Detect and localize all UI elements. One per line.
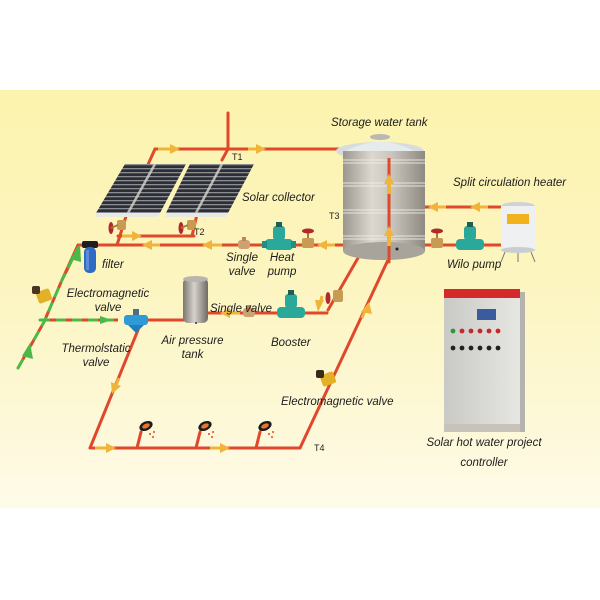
flow-arrow-icon bbox=[317, 240, 335, 250]
label-line: valve bbox=[82, 357, 110, 369]
label-line: Electromagnetic bbox=[66, 288, 150, 300]
label-electromagnetic-valve-1: Electromagnetic valve bbox=[58, 287, 158, 315]
wilo-pump bbox=[456, 222, 484, 250]
pipe-tank-outlet-right bbox=[298, 258, 390, 450]
gate-valve-icon bbox=[431, 228, 443, 248]
label-electromagnetic-valve-2: Electromagnetic valve bbox=[281, 396, 394, 408]
flow-arrow-icon bbox=[470, 202, 488, 212]
pipe-t1-down bbox=[220, 147, 230, 162]
label-single-valve-1: Single valve bbox=[222, 251, 262, 279]
label-thermostatic-valve: Thermolstatic valve bbox=[56, 342, 136, 370]
flow-arrow-icon bbox=[158, 144, 180, 154]
control-switches bbox=[450, 345, 501, 351]
flow-arrow-icon bbox=[248, 144, 266, 154]
label-line: Air pressure bbox=[161, 335, 224, 347]
flow-arrow-icon bbox=[100, 316, 112, 324]
flow-arrow-icon bbox=[360, 302, 372, 319]
thermostatic-valve bbox=[124, 309, 148, 333]
gate-valve-icon bbox=[108, 220, 126, 234]
label-line: valve bbox=[228, 266, 256, 278]
label-solar-collector: Solar collector bbox=[242, 192, 315, 204]
pipe-shower-3 bbox=[254, 430, 262, 450]
flow-arrow-icon bbox=[95, 443, 116, 453]
label-line: Solar hot water project bbox=[426, 437, 542, 449]
label-line: Thermolstatic bbox=[61, 343, 131, 355]
electromagnetic-valve-2 bbox=[316, 370, 337, 387]
label-single-valve-2: Single valve bbox=[210, 303, 273, 315]
label-line: Single bbox=[226, 252, 258, 264]
label-line: pump bbox=[267, 266, 297, 278]
label-heat-pump: Heat pump bbox=[264, 251, 300, 279]
pipe-shower-1 bbox=[135, 430, 143, 450]
label-wilo-pump: Wilo pump bbox=[447, 259, 502, 271]
flow-arrow-icon bbox=[22, 343, 33, 359]
single-valve-icon bbox=[243, 305, 255, 317]
single-valve-icon bbox=[238, 237, 250, 249]
label-line: controller bbox=[460, 457, 508, 469]
shower-head-2 bbox=[198, 420, 214, 438]
label-split-heater: Split circulation heater bbox=[453, 177, 567, 189]
label-booster: Booster bbox=[271, 337, 311, 349]
flow-arrow-icon bbox=[142, 240, 160, 250]
shower-head-3 bbox=[258, 420, 274, 438]
cold-flow-arrows bbox=[22, 244, 112, 359]
flow-arrow-icon bbox=[122, 231, 142, 241]
tank-flow-arrows bbox=[384, 174, 394, 246]
flow-arrow-icon bbox=[315, 295, 324, 312]
split-circulation-heater bbox=[500, 202, 536, 263]
solar-collector-1 bbox=[95, 163, 186, 217]
air-pressure-tank bbox=[183, 276, 208, 324]
flow-arrow-icon bbox=[111, 377, 121, 394]
solar-collector-2 bbox=[165, 163, 254, 217]
label-controller: Solar hot water project controller bbox=[414, 432, 554, 472]
sensor-t2: T2 bbox=[194, 227, 205, 237]
controller-cabinet bbox=[444, 289, 525, 432]
label-air-pressure-tank: Air pressure tank bbox=[155, 334, 230, 362]
pipe-shower-2 bbox=[194, 430, 202, 450]
label-line: tank bbox=[181, 349, 204, 361]
gate-valve-icon bbox=[178, 220, 196, 234]
flow-arrow-icon bbox=[70, 244, 81, 262]
flow-arrow-icon bbox=[428, 202, 446, 212]
shower-head-1 bbox=[139, 420, 155, 438]
flow-arrow-icon bbox=[210, 443, 230, 453]
storage-water-tank bbox=[336, 134, 425, 260]
gate-valve-icon bbox=[302, 228, 314, 248]
label-storage-tank: Storage water tank bbox=[331, 117, 428, 129]
electromagnetic-valve-1 bbox=[32, 286, 53, 304]
sensor-t4: T4 bbox=[314, 443, 325, 453]
flow-arrow-icon bbox=[202, 240, 222, 250]
flow-arrow-icon bbox=[220, 308, 240, 318]
indicator-lights bbox=[450, 328, 501, 334]
filter bbox=[82, 241, 98, 273]
label-line: valve bbox=[94, 302, 122, 314]
heat-pump bbox=[262, 222, 296, 250]
label-filter: filter bbox=[102, 259, 124, 271]
label-line: Heat bbox=[269, 252, 295, 264]
sensor-t3: T3 bbox=[329, 211, 340, 221]
booster-pump bbox=[277, 290, 305, 318]
pipe-tank-outlet-left bbox=[326, 256, 360, 312]
sensor-t1: T1 bbox=[232, 152, 243, 162]
gate-valve-icon bbox=[325, 290, 343, 304]
